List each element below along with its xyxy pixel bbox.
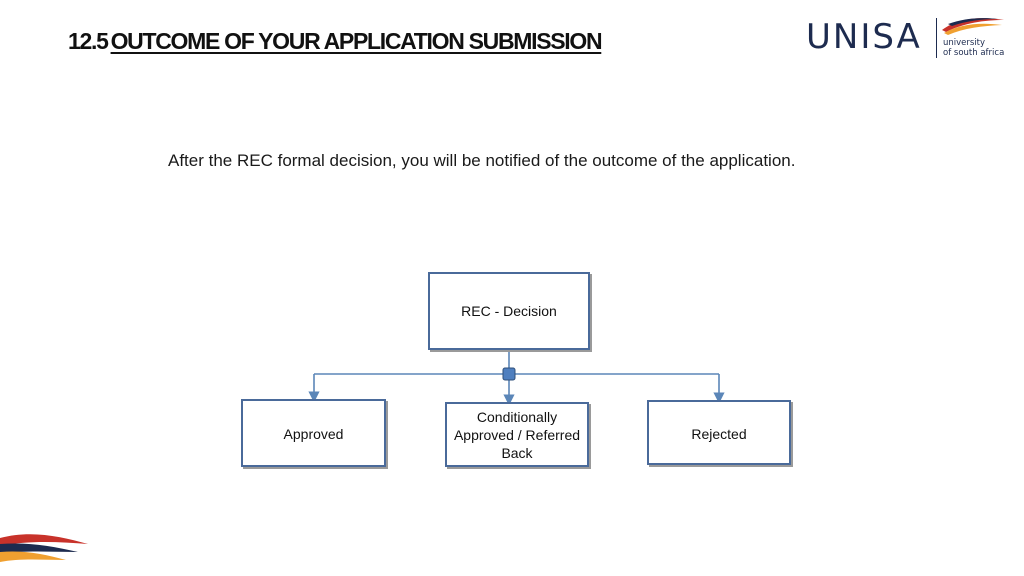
node-conditionally-approved: Conditionally Approved / Referred Back [445, 402, 589, 467]
logo-sub-line-1: university [943, 38, 986, 48]
section-number: 12.5 [68, 28, 109, 54]
section-title: OUTCOME OF YOUR APPLICATION SUBMISSION [110, 28, 603, 54]
logo-subtitle: university of south africa [943, 38, 1004, 58]
node-rec-decision: REC - Decision [428, 272, 590, 350]
logo-sub-line-2: of south africa [943, 48, 1005, 58]
connector-junction-handle[interactable] [502, 367, 516, 381]
node-rejected: Rejected [647, 400, 791, 465]
logo-divider [936, 18, 937, 58]
logo-swoosh-icon [942, 18, 1004, 35]
corner-swoosh-icon [0, 534, 88, 562]
unisa-logo: UNISA university of south africa [806, 14, 1006, 60]
node-approved: Approved [241, 399, 386, 467]
intro-paragraph: After the REC formal decision, you will … [168, 151, 796, 170]
logo-wordmark: UNISA [806, 17, 922, 57]
